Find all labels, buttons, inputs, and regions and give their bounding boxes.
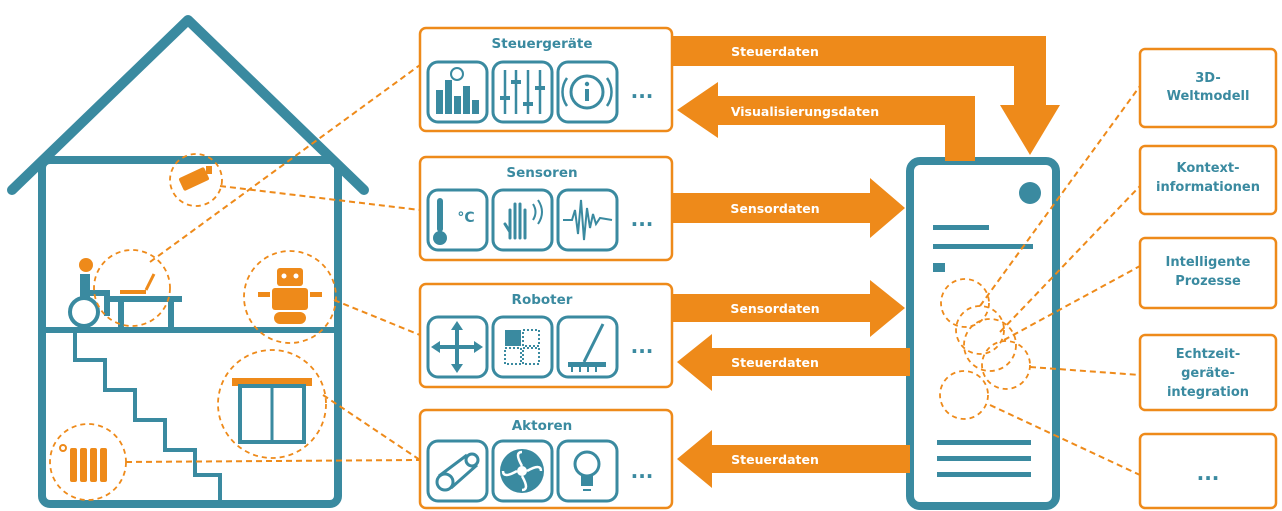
thermometer-unit: °C — [457, 210, 474, 226]
desk-icon — [110, 296, 182, 302]
move-icon — [426, 315, 489, 379]
box-weltmodell-line1: 3D- — [1195, 71, 1220, 86]
group-steuergeraete: Steuergeräte ... — [418, 26, 674, 133]
group-aktoren-more: ... — [631, 459, 654, 483]
arrow-sensordaten-1-label: Sensordaten — [730, 201, 819, 216]
wheelchair-user-icon — [68, 258, 110, 328]
box-intelligente-prozesse: Intelligente Prozesse — [1138, 236, 1278, 310]
box-prozesse-line2: Prozesse — [1175, 274, 1241, 289]
arrow-sensordaten-2 — [672, 280, 905, 337]
group-roboter-title: Roboter — [512, 292, 573, 308]
belt-icon — [426, 439, 489, 503]
waveform-icon — [556, 188, 619, 252]
arrow-sensordaten-1 — [672, 178, 905, 238]
box-echtzeit-line1: Echtzeit- — [1176, 347, 1241, 362]
box-kontext-line1: Kontext- — [1176, 161, 1239, 176]
arrow-steuerdaten-top — [672, 36, 1060, 155]
arrow-steuerdaten-robot-label: Steuerdaten — [731, 355, 819, 370]
arrow-steuerdaten-robot — [677, 334, 910, 391]
house-connectors — [125, 64, 421, 463]
arrow-visualisierungsdaten — [677, 82, 975, 161]
sliders-icon — [491, 60, 554, 124]
radiator-icon — [49, 423, 127, 501]
group-sensoren: Sensoren °C ... — [418, 155, 674, 262]
server-connectors — [979, 85, 1141, 476]
group-steuergeraete-more: ... — [631, 79, 654, 103]
info-icon — [556, 60, 619, 124]
box-kontextinformationen: Kontext- informationen — [1138, 144, 1278, 216]
sweep-icon — [556, 315, 619, 379]
bulb-icon — [556, 439, 619, 503]
arrow-sensordaten-2-label: Sensordaten — [730, 301, 819, 316]
fan-icon — [491, 439, 554, 503]
house-roof — [7, 15, 369, 195]
wheelchair-highlight — [93, 249, 171, 327]
arrow-visualisierungsdaten-label: Visualisierungsdaten — [731, 104, 879, 119]
box-weltmodell-line2: Weltmodell — [1167, 89, 1250, 104]
box-more: ... — [1138, 432, 1278, 510]
group-aktoren: Aktoren ... — [418, 408, 674, 510]
group-roboter-more: ... — [631, 334, 654, 358]
server — [906, 157, 1060, 510]
thermometer-icon: °C — [426, 188, 489, 252]
group-aktoren-title: Aktoren — [512, 418, 573, 434]
box-echtzeitgeraeteintegration: Echtzeit- geräte- integration — [1138, 333, 1278, 412]
house — [7, 15, 369, 508]
box-echtzeit-line3: integration — [1167, 385, 1249, 400]
robot-icon — [243, 250, 337, 344]
box-kontext-line2: informationen — [1156, 180, 1260, 195]
box-more-dots: ... — [1197, 461, 1220, 485]
laptop-icon — [120, 273, 156, 294]
right-boxes: 3D- Weltmodell Kontext- informationen In… — [1138, 47, 1278, 510]
camera-icon — [169, 153, 223, 207]
group-roboter: Roboter ... — [418, 282, 674, 389]
box-echtzeit-line2: geräte- — [1181, 366, 1235, 381]
house-stairs — [73, 330, 222, 500]
gauge-icon — [426, 60, 489, 124]
box-prozesse-line1: Intelligente — [1166, 255, 1251, 270]
group-sensoren-title: Sensoren — [506, 165, 577, 181]
box-weltmodell: 3D- Weltmodell — [1138, 47, 1278, 129]
puzzle-icon — [491, 315, 554, 379]
server-led-icon — [1019, 182, 1041, 204]
hand-icon — [491, 188, 554, 252]
arrow-steuerdaten-aktor — [677, 430, 910, 488]
window-blinds-icon — [217, 349, 327, 459]
group-steuergeraete-title: Steuergeräte — [492, 36, 593, 52]
arrow-steuerdaten-top-label: Steuerdaten — [731, 44, 819, 59]
arrow-steuerdaten-aktor-label: Steuerdaten — [731, 452, 819, 467]
data-flow-arrows: Steuerdaten Visualisierungsdaten Sensord… — [672, 36, 1060, 488]
group-sensoren-more: ... — [631, 207, 654, 231]
